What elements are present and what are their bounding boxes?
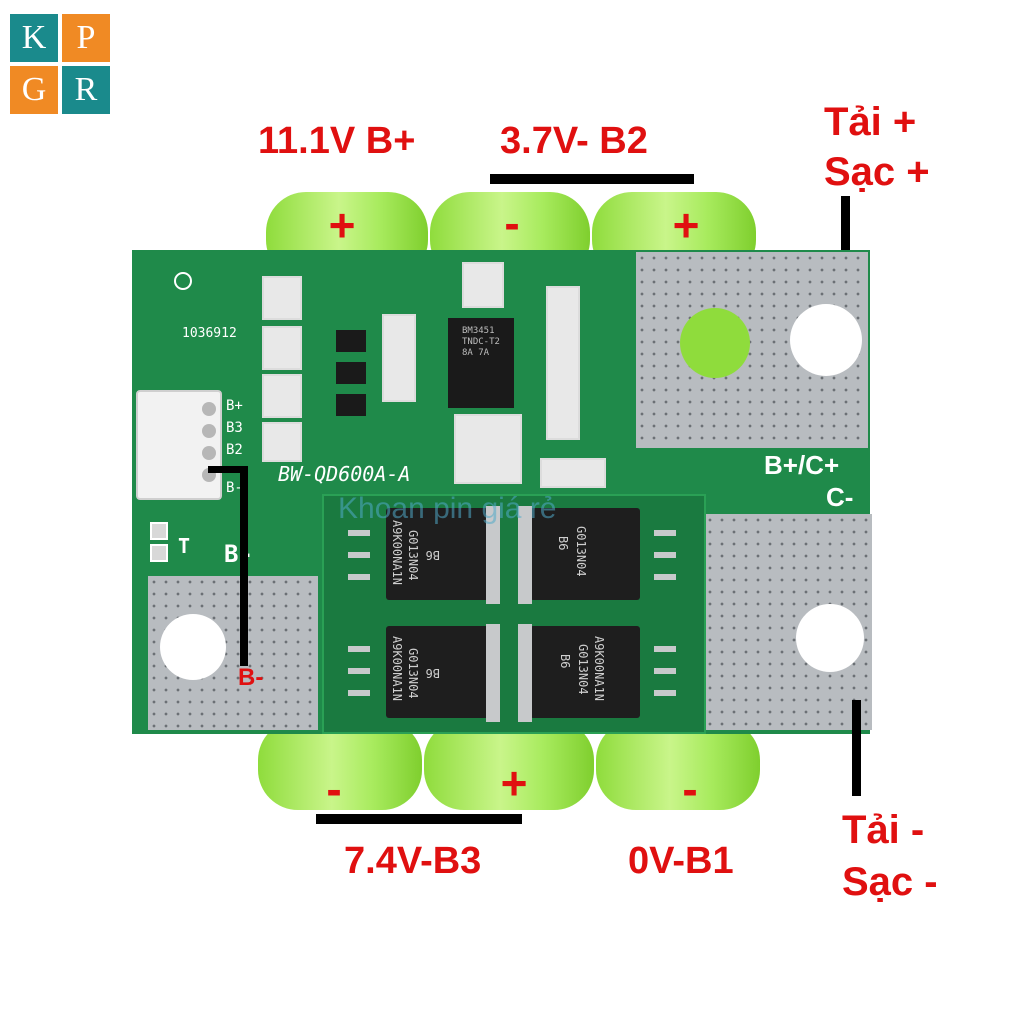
mosfet-3-text-b6: B6 [425, 666, 440, 680]
mosfet-2-tab [518, 506, 532, 604]
mosfet-4 [530, 626, 640, 718]
cell-bottom-2 [424, 720, 594, 810]
pcb-bplus-cplus-label: B+/C+ [764, 450, 840, 480]
pcb-model: BW-QD600A-A [278, 462, 411, 486]
sot-chip-2 [336, 362, 366, 384]
label-load-minus: Tải - [842, 808, 925, 852]
resistor-bank-right [546, 286, 580, 440]
mosfet-1-text-b6: B6 [425, 548, 440, 562]
mosfet-4-pin [654, 690, 676, 696]
label-7v4-b3: 7.4V-B3 [344, 840, 482, 882]
resistor-bank-mid [382, 314, 416, 402]
label-11v-bplus: 11.1V B+ [258, 120, 416, 162]
mosfet-4-pin [654, 646, 676, 652]
pad-bplus-hole-left [680, 308, 750, 378]
sot-chip-1 [336, 330, 366, 352]
mosfet-2-text-b6: B6 [556, 536, 570, 551]
mosfet-1 [386, 508, 496, 600]
mosfet-1-text-lot: A9K00NA1N [390, 520, 404, 586]
resistor-bank-left [262, 276, 302, 320]
mosfet-1-pin [348, 574, 370, 580]
connector-label-b3: B3 [226, 420, 243, 436]
pcb-bminus-label: B- [224, 540, 253, 568]
resistor-bank-ic [462, 262, 504, 308]
connector-label-bminus: B- [226, 480, 243, 496]
resistor-bank-left [262, 422, 302, 462]
mosfet-2-text-code: G013N04 [574, 526, 588, 577]
bminus-lead-horizontal [208, 466, 244, 473]
mosfet-4-pin [654, 668, 676, 674]
mosfet-3-pin [348, 690, 370, 696]
resistor-bank-bottom [454, 414, 522, 484]
mosfet-2-pin [654, 574, 676, 580]
mosfet-2-pin [654, 552, 676, 558]
connector-pin [202, 446, 216, 460]
mosfet-3-tab [486, 624, 500, 722]
mosfet-2-pin [654, 530, 676, 536]
pad-c-minus-hole [796, 604, 864, 672]
pcb-t-label: T [178, 534, 191, 558]
mosfet-4-text-code: G013N04 [576, 644, 590, 695]
load-plus-lead [841, 196, 850, 278]
pad-b-minus [148, 576, 318, 730]
kpgr-logo: K P G R [8, 12, 112, 120]
pad-b-minus-hole [160, 614, 226, 680]
mosfet-4-text-b6: B6 [558, 654, 572, 669]
mosfet-panel [322, 494, 706, 734]
resistor-bank-left [262, 374, 302, 418]
label-charge-plus: Sạc + [824, 150, 930, 194]
connector-pin [202, 402, 216, 416]
mosfet-1-pin [348, 530, 370, 536]
mosfet-2 [530, 508, 640, 600]
cell-bottom-2-sign: + [500, 757, 528, 809]
protection-ic-text: BM3451 TNDC-T28A 7A [462, 326, 500, 358]
load-minus-lead [852, 700, 861, 796]
pcb-serial: 1036912 [182, 326, 237, 341]
label-charge-minus: Sạc - [842, 860, 938, 904]
cell-bottom-1-sign: - [326, 763, 342, 815]
bminus-lead [240, 466, 248, 666]
connector-label-bplus: B+ [226, 398, 243, 414]
cell-top-3-sign: + [672, 199, 700, 251]
mosfet-3-text-lot: A9K00NA1N [390, 636, 404, 702]
mosfet-1-tab [486, 506, 500, 604]
cell-top-2-sign: - [504, 197, 520, 249]
watermark: Khoan pin giá rẻ [338, 492, 557, 525]
pcb-cminus-label: C- [826, 482, 854, 512]
resistor-bank-small [540, 458, 606, 488]
cell-bottom-3 [596, 720, 760, 810]
mosfet-3 [386, 626, 496, 718]
connector-pin [202, 424, 216, 438]
cell-top-1-sign: + [328, 199, 356, 251]
protection-ic [448, 318, 514, 408]
cell-bottom-1 [258, 720, 422, 810]
logo-letter-g: G [10, 66, 58, 114]
mosfet-3-text-code: G013N04 [406, 648, 420, 699]
mount-hole-small [174, 272, 192, 290]
logo-letter-p: P [62, 14, 110, 62]
b3-bracket-bar [316, 814, 522, 824]
mosfet-4-tab [518, 624, 532, 722]
t-pad-2 [150, 544, 168, 562]
t-pad-1 [150, 522, 168, 540]
label-bminus: B- [238, 664, 264, 691]
pad-bplus-hole-right [790, 304, 862, 376]
logo-letter-r: R [62, 66, 110, 114]
label-load-plus: Tải + [824, 100, 917, 144]
mosfet-3-pin [348, 668, 370, 674]
resistor-bank-left [262, 326, 302, 370]
logo-letter-k: K [10, 14, 58, 62]
label-0v-b1: 0V-B1 [628, 840, 734, 882]
mosfet-1-pin [348, 552, 370, 558]
label-3v7-b2: 3.7V- B2 [500, 120, 648, 162]
sot-chip-3 [336, 394, 366, 416]
connector-label-b2: B2 [226, 442, 243, 458]
mosfet-4-text-lot: A9K00NA1N [592, 636, 606, 702]
cell-bottom-3-sign: - [682, 763, 698, 815]
b2-bracket-bar [490, 174, 694, 184]
mosfet-3-pin [348, 646, 370, 652]
mosfet-1-text-code: G013N04 [406, 530, 420, 581]
